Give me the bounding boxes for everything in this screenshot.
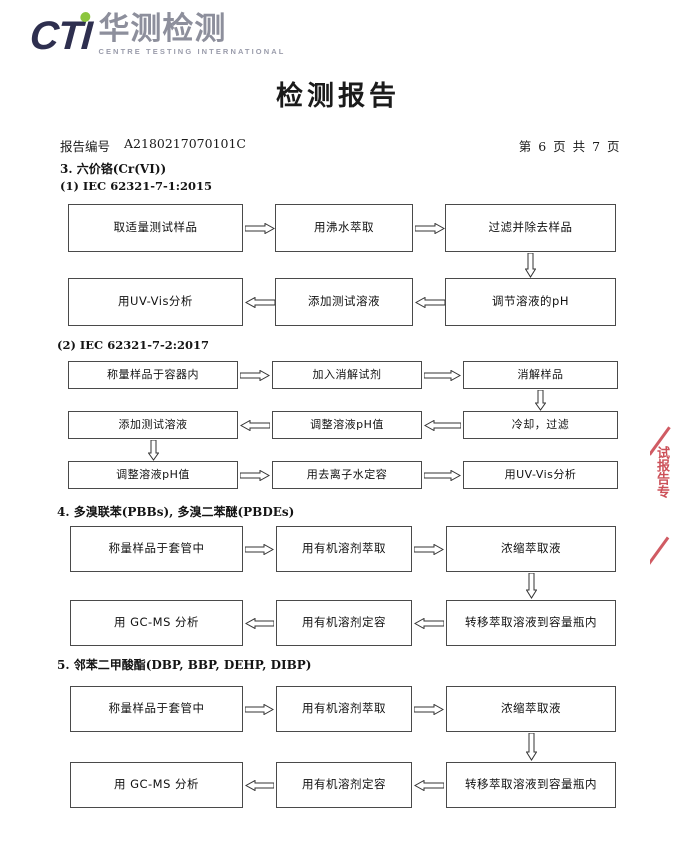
section-heading-4: 4. 多溴联苯(PBBs), 多溴二苯醚(PBDEs)	[57, 505, 295, 519]
flow-step-box: 用 GC-MS 分析	[70, 762, 243, 808]
flow-step-box: 用UV-Vis分析	[463, 461, 618, 489]
flow-step-box: 浓缩萃取液	[446, 686, 616, 732]
flow-step-box: 用有机溶剂定容	[276, 600, 412, 646]
arrow-down-icon	[148, 440, 159, 461]
logo-english-name: CENTRE TESTING INTERNATIONAL	[98, 47, 286, 56]
flow-step-box: 用 GC-MS 分析	[70, 600, 243, 646]
flow-step-box: 转移萃取溶液到容量瓶内	[446, 600, 616, 646]
seal-stroke-bottom-icon	[650, 536, 670, 568]
flow-step-box: 用UV-Vis分析	[68, 278, 243, 326]
flow-step-box: 调节溶液的pH	[445, 278, 616, 326]
flow-step-box: 加入消解试剂	[272, 361, 422, 389]
arrow-left-icon	[245, 297, 275, 308]
arrow-left-icon	[245, 618, 274, 629]
flow-step-box: 用去离子水定容	[272, 461, 422, 489]
arrow-down-icon	[535, 390, 546, 411]
flow-step-box: 过滤并除去样品	[445, 204, 616, 252]
logo-wordmark: CTI	[28, 12, 93, 58]
report-number-group: 报告编号 A2180217070101C	[60, 136, 246, 155]
logo-chinese-name: 华测检测	[98, 11, 227, 47]
arrow-right-icon	[245, 704, 274, 715]
subsection-heading-3-2: (2) IEC 62321-7-2:2017	[57, 338, 209, 352]
flow-step-box: 转移萃取溶液到容量瓶内	[446, 762, 616, 808]
flow-step-box: 冷却，过滤	[463, 411, 618, 439]
arrow-down-icon	[526, 733, 537, 761]
flow-step-box: 添加测试溶液	[68, 411, 238, 439]
flow-step-box: 消解样品	[463, 361, 618, 389]
arrow-right-icon	[240, 470, 270, 481]
flow-step-box: 添加测试溶液	[275, 278, 413, 326]
flow-step-box: 调整溶液pH值	[68, 461, 238, 489]
arrow-left-icon	[240, 420, 270, 431]
arrow-right-icon	[414, 544, 444, 555]
page-indicator: 第 6 页 共 7 页	[518, 139, 621, 154]
report-number-label: 报告编号	[60, 139, 111, 154]
arrow-right-icon	[424, 470, 461, 481]
flow-step-box: 取适量测试样品	[68, 204, 243, 252]
report-number-value: A2180217070101C	[124, 136, 246, 151]
logo-chinese-block: 华测检测 CENTRE TESTING INTERNATIONAL	[98, 13, 285, 56]
arrow-left-icon	[414, 618, 444, 629]
arrow-left-icon	[245, 780, 274, 791]
flow-step-box: 用沸水萃取	[275, 204, 413, 252]
red-seal-inner: 试报告专	[650, 424, 676, 572]
arrow-right-icon	[414, 704, 444, 715]
page-title: 检测报告	[276, 81, 400, 112]
red-seal-stamp: 试报告专	[650, 424, 676, 572]
flow-step-box: 浓缩萃取液	[446, 526, 616, 572]
arrow-right-icon	[415, 223, 445, 234]
flow-step-box: 用有机溶剂萃取	[276, 526, 412, 572]
arrow-left-icon	[424, 420, 461, 431]
arrow-right-icon	[240, 370, 270, 381]
arrow-right-icon	[245, 544, 274, 555]
section-heading-3: 3. 六价铬(Cr(VI))	[60, 162, 167, 176]
flow-step-box: 称量样品于套管中	[70, 526, 243, 572]
arrow-down-icon	[525, 253, 536, 278]
arrow-left-icon	[414, 780, 444, 791]
subsection-heading-3-1: (1) IEC 62321-7-1:2015	[60, 179, 212, 193]
flow-step-box: 用有机溶剂定容	[276, 762, 412, 808]
flow-step-box: 用有机溶剂萃取	[276, 686, 412, 732]
section-heading-5: 5. 邻苯二甲酸酯(DBP, BBP, DEHP, DIBP)	[57, 658, 312, 672]
seal-text: 试报告专	[654, 446, 669, 498]
arrow-right-icon	[245, 223, 275, 234]
report-header-line: 报告编号 A2180217070101C 第 6 页 共 7 页	[60, 136, 621, 155]
arrow-right-icon	[424, 370, 461, 381]
flow-step-box: 称量样品于套管中	[70, 686, 243, 732]
arrow-down-icon	[526, 573, 537, 599]
arrow-left-icon	[415, 297, 445, 308]
seal-stroke-top-icon	[650, 426, 671, 456]
flow-step-box: 调整溶液pH值	[272, 411, 422, 439]
cti-logo: CTI 华测检测 CENTRE TESTING INTERNATIONAL	[28, 8, 285, 58]
flow-step-box: 称量样品于容器内	[68, 361, 238, 389]
